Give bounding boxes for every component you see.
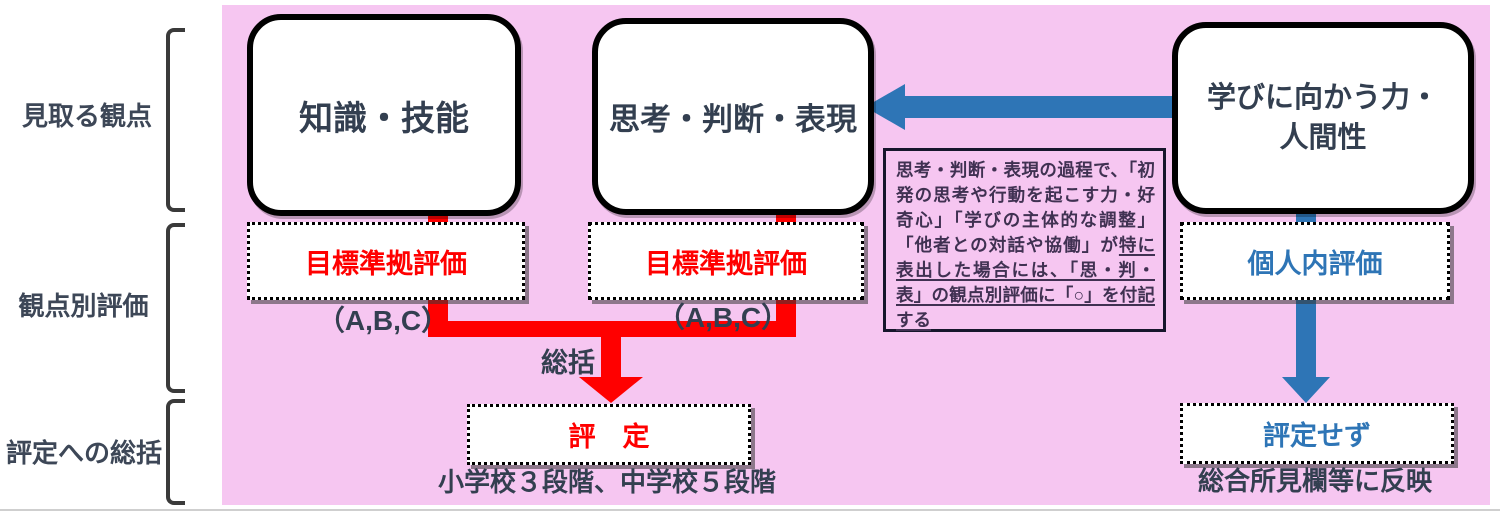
bracket-observe — [166, 28, 185, 212]
box-attitude-label-line2: 人間性 — [1279, 122, 1367, 154]
red-arrowhead-down-icon — [579, 377, 643, 403]
row-label-to-grade: 評定への総括 — [5, 438, 162, 468]
grade-caption: 小学校３段階、中学校５段階 — [437, 467, 776, 497]
bracket-to-grade — [166, 399, 185, 505]
box-thinking-label: 思考・判断・表現 — [609, 102, 857, 137]
row-label-by-viewpoint: 観点別評価 — [18, 291, 149, 321]
no-grade-caption: 総合所見欄等に反映 — [1197, 466, 1432, 496]
red-connector-left-drop — [428, 292, 448, 327]
blue-arrowhead-down-icon — [1282, 377, 1330, 403]
box-personal-eval: 個人内評価 — [1180, 222, 1450, 300]
box-grade: 評 定 — [467, 404, 751, 465]
slide-bottom-rule — [0, 509, 1500, 511]
red-connector-right-drop — [776, 292, 796, 327]
row-label-observe: 見取る観点 — [21, 101, 152, 131]
blue-arrow-vertical-shaft — [1296, 293, 1316, 379]
personal-eval-label: 個人内評価 — [1247, 248, 1383, 279]
note-text-underlined: 特に表出した場合には、「思・判・表」の観点別評価に「○」を付記する — [896, 235, 1155, 330]
box-thinking-judgment-expression: 思考・判断・表現 — [592, 18, 874, 215]
box-knowledge-skills-label: 知識・技能 — [299, 99, 469, 138]
soukatsu-label: 総括 — [541, 348, 595, 378]
box-goal-referenced-eval-2: 目標準拠評価 — [588, 222, 864, 300]
box-attitude-label-line1: 学びに向かう力・ — [1206, 82, 1439, 114]
red-arrow-shaft — [601, 337, 621, 379]
grade-label: 評 定 — [568, 422, 650, 452]
goal-eval-1-label: 目標準拠評価 — [305, 248, 467, 279]
box-goal-referenced-eval-1: 目標準拠評価 — [247, 222, 525, 300]
note-text-plain: 思考・判断・表現の過程で、「初発の思考や行動を起こす力・好奇心」「学びの主体的な… — [896, 160, 1155, 255]
bracket-by-viewpoint — [166, 223, 185, 393]
red-connector-merge-bar — [428, 321, 796, 337]
box-attitude-humanity: 学びに向かう力・ 人間性 — [1172, 22, 1474, 214]
box-knowledge-skills: 知識・技能 — [247, 14, 521, 216]
blue-arrow-horizontal-shaft — [903, 96, 1173, 118]
annotation-note-box: 思考・判断・表現の過程で、「初発の思考や行動を起こす力・好奇心」「学びの主体的な… — [883, 148, 1166, 332]
abc-scale-1: （A,B,C） — [316, 305, 450, 336]
box-no-grade: 評定せず — [1180, 403, 1454, 464]
abc-scale-2: （A,B,C） — [656, 302, 790, 333]
goal-eval-2-label: 目標準拠評価 — [645, 248, 807, 279]
no-grade-label: 評定せず — [1263, 421, 1371, 451]
